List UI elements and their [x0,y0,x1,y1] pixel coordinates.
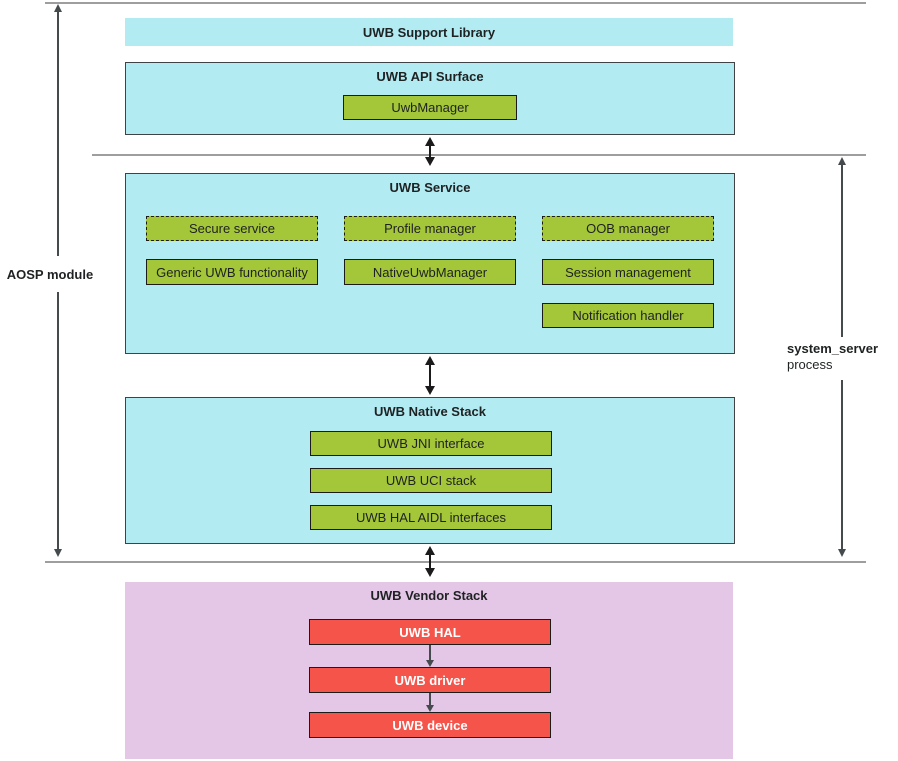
service-chip-secure-service: Secure service [146,216,318,241]
service-chip-generic-uwb-functionality: Generic UWB functionality [146,259,318,285]
service-chip-profile-manager: Profile manager [344,216,516,241]
support-library-title: UWB Support Library [362,24,496,40]
service-chip-session-management: Session management [542,259,714,285]
aosp-module-span-arrow-top [54,4,62,256]
separator-line-app-system [92,154,866,156]
uwb-service-title: UWB Service [389,180,471,195]
native-stack-box: UWB Native Stack UWB JNI interface UWB U… [125,397,735,544]
service-chip-notification-handler: Notification handler [542,303,714,328]
native-stack-title: UWB Native Stack [374,404,486,419]
service-native-bidirectional-arrow [425,356,435,395]
system-server-label-process: process [787,357,833,372]
driver-to-device-arrow [426,693,434,712]
separator-line-top [45,2,866,4]
api-surface-box: UWB API Surface UwbManager [125,62,735,135]
service-chip-nativeuwbmanager: NativeUwbManager [344,259,516,285]
hal-to-driver-arrow [426,645,434,667]
system-server-label-name: system_server [787,341,879,356]
aosp-module-span-arrow-bottom [54,292,62,557]
support-library-box: UWB Support Library [125,18,733,46]
uwbmanager-chip: UwbManager [343,95,517,120]
api-service-bidirectional-arrow [425,137,435,166]
aosp-module-label: AOSP module [0,267,100,283]
system-server-label: system_server process [787,341,891,373]
api-surface-title: UWB API Surface [376,69,484,84]
uwb-service-box: UWB Service Secure service Profile manag… [125,173,735,354]
native-chip-hal-aidl-interfaces: UWB HAL AIDL interfaces [310,505,552,530]
system-server-span-arrow-bottom [838,380,846,557]
service-chip-oob-manager: OOB manager [542,216,714,241]
system-server-span-arrow-top [838,157,846,337]
vendor-chip-uwb-driver: UWB driver [309,667,551,693]
vendor-stack-title: UWB Vendor Stack [370,588,488,603]
native-chip-uci-stack: UWB UCI stack [310,468,552,493]
separator-line-system-vendor [45,561,866,563]
vendor-chip-uwb-device: UWB device [309,712,551,738]
native-vendor-bidirectional-arrow [425,546,435,577]
vendor-stack-box: UWB Vendor Stack UWB HAL UWB driver UWB … [125,582,733,759]
vendor-chip-uwb-hal: UWB HAL [309,619,551,645]
native-chip-jni-interface: UWB JNI interface [310,431,552,456]
